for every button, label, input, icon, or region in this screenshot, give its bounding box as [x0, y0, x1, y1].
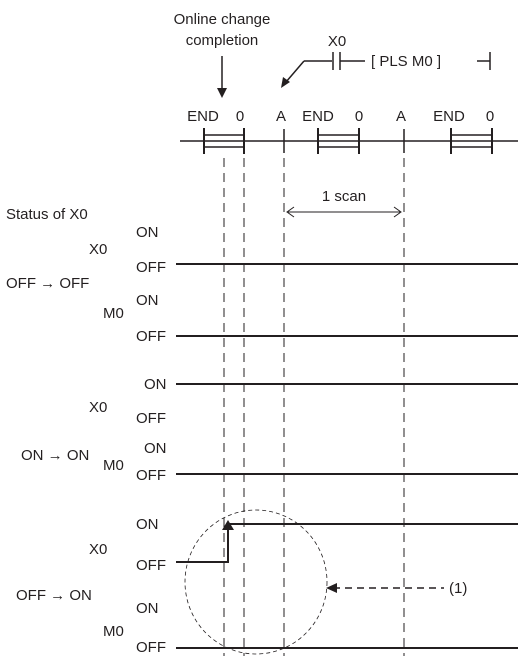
status-title: Status of X0 [6, 206, 88, 223]
level-off: OFF [136, 259, 166, 276]
rising-edge-arrow-icon [222, 520, 234, 530]
contact-label: X0 [328, 33, 346, 50]
level-off: OFF [136, 639, 166, 656]
level-on: ON [136, 516, 159, 533]
transition-label: ON → ON [21, 447, 89, 464]
scan-a-label-2: A [396, 108, 406, 125]
scan-timeline [180, 128, 518, 154]
contact-arrow [281, 60, 305, 88]
highlight-circle [184, 509, 328, 655]
input-label: X0 [89, 399, 107, 416]
case-off-off: ON X0 OFF OFF → OFF ON M0 OFF [6, 224, 518, 345]
output-label: M0 [103, 305, 124, 322]
level-off: OFF [136, 557, 166, 574]
level-off: OFF [136, 410, 166, 427]
level-on: ON [136, 224, 159, 241]
level-on: ON [144, 440, 167, 457]
scan-span-arrow [286, 206, 402, 218]
scan-zero-label-3: 0 [486, 108, 494, 125]
level-off: OFF [136, 467, 166, 484]
transition-label: OFF → OFF [6, 275, 89, 292]
level-on: ON [144, 376, 167, 393]
x0-signal-line [176, 523, 518, 563]
scan-a-label-1: A [276, 108, 286, 125]
scan-end-label-2: END [302, 108, 334, 125]
scan-span-label: 1 scan [322, 188, 366, 205]
scan-end-label-3: END [433, 108, 465, 125]
output-label: M0 [103, 623, 124, 640]
change-label-line1: Online change [174, 11, 271, 28]
transition-label: OFF → ON [16, 587, 92, 604]
pls-instruction: [ PLS M0 ] [371, 53, 441, 70]
reference-lines [223, 158, 405, 656]
input-label: X0 [89, 241, 107, 258]
level-on: ON [136, 600, 159, 617]
level-on: ON [136, 292, 159, 309]
case-off-on: ON X0 OFF OFF → ON ON M0 OFF [16, 516, 518, 656]
contact-symbol [304, 52, 365, 70]
scan-zero-label-1: 0 [236, 108, 244, 125]
scan-end-label-1: END [187, 108, 219, 125]
callout-label: (1) [449, 580, 467, 597]
callout-arrow [326, 583, 444, 593]
input-label: X0 [89, 541, 107, 558]
output-label: M0 [103, 457, 124, 474]
change-arrow [217, 56, 227, 98]
right-rail [477, 52, 491, 70]
case-on-on: ON X0 OFF ON → ON M0 ON OFF [21, 376, 518, 484]
level-off: OFF [136, 328, 166, 345]
change-label-line2: completion [186, 32, 259, 49]
scan-zero-label-2: 0 [355, 108, 363, 125]
